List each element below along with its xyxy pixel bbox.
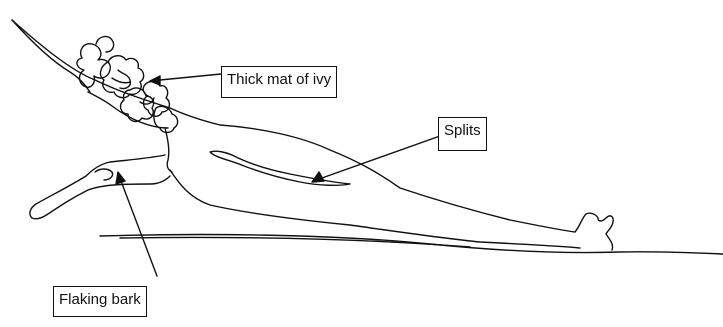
splits-pointer-line (322, 136, 440, 178)
ivy-mass (12, 20, 178, 133)
bark-pointer-arrowhead (116, 172, 125, 184)
branch-stub (95, 169, 113, 180)
ivy-pointer-arrowhead (150, 76, 160, 85)
ivy-pointer-line (160, 74, 221, 80)
label-thick-mat-of-ivy: Thick mat of ivy (221, 66, 337, 98)
trunk-end (165, 128, 172, 172)
splits-pointer-arrowhead (312, 172, 324, 182)
label-splits: Splits (438, 117, 487, 151)
trunk-split (210, 151, 350, 185)
broken-branch (30, 155, 170, 219)
trunk-outline-upper (12, 20, 613, 250)
trunk-outline-lower (170, 170, 580, 248)
bark-pointer-line (121, 181, 157, 276)
label-flaking-bark: Flaking bark (53, 286, 147, 317)
